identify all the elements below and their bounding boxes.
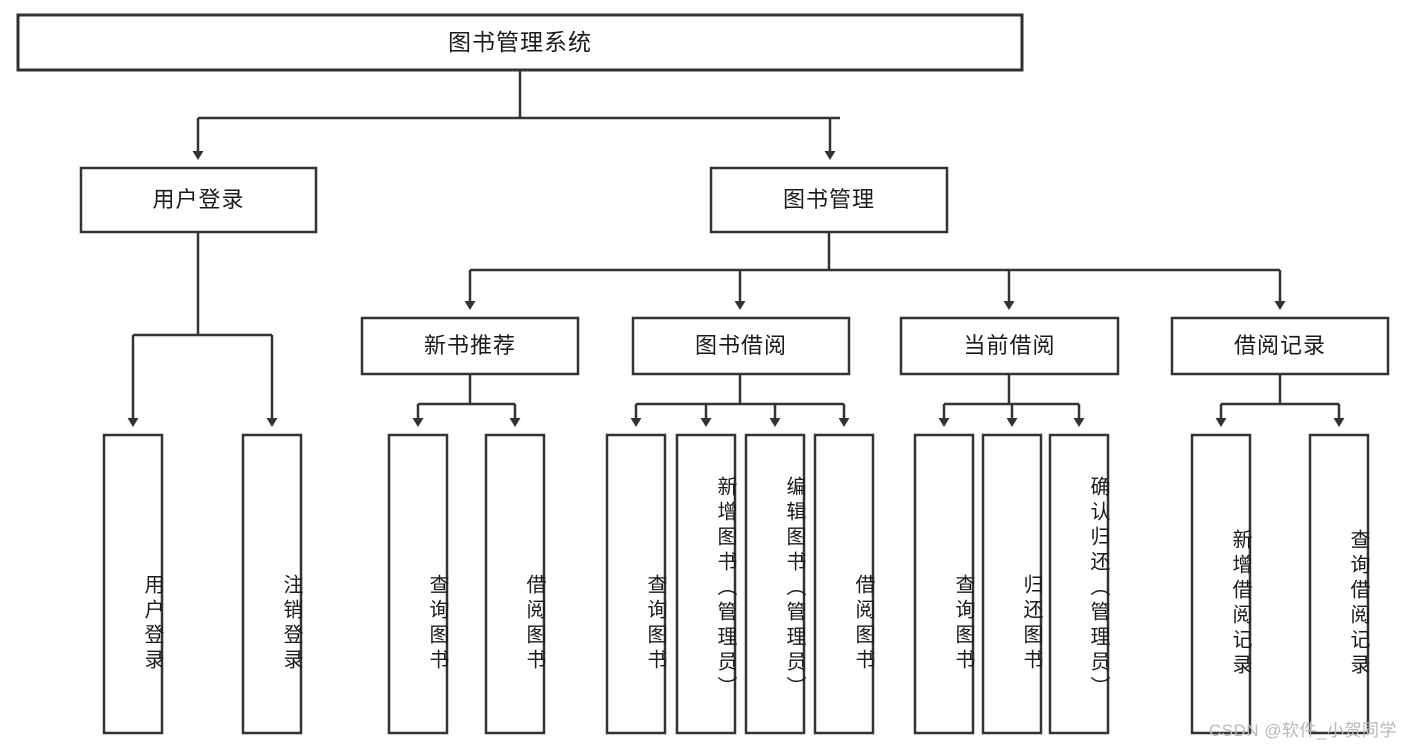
box-leaf-return-book[interactable] xyxy=(981,433,1043,735)
box-book-borrow[interactable] xyxy=(631,316,851,376)
box-book-manage[interactable] xyxy=(709,166,949,234)
box-new-book-recommend[interactable] xyxy=(360,316,580,376)
box-leaf-logout-login[interactable] xyxy=(241,433,303,735)
box-leaf-confirm-return[interactable] xyxy=(1048,433,1110,735)
box-leaf-query-record[interactable] xyxy=(1308,433,1370,735)
box-root[interactable] xyxy=(16,13,1024,72)
watermark: CSDN @软件_小贺同学 xyxy=(1208,721,1397,740)
box-leaf-add-book[interactable] xyxy=(675,433,737,735)
box-borrow-record[interactable] xyxy=(1170,316,1390,376)
box-leaf-borrow-book-2[interactable] xyxy=(813,433,875,735)
box-user-login[interactable] xyxy=(79,166,318,234)
box-leaf-borrow-book-1[interactable] xyxy=(484,433,546,735)
box-leaf-edit-book[interactable] xyxy=(744,433,806,735)
box-leaf-add-record[interactable] xyxy=(1190,433,1252,735)
box-leaf-query-book-2[interactable] xyxy=(605,433,667,735)
box-leaf-query-book-1[interactable] xyxy=(387,433,449,735)
box-leaf-user-login[interactable] xyxy=(102,433,164,735)
box-leaf-query-book-3[interactable] xyxy=(913,433,975,735)
box-current-borrow[interactable] xyxy=(899,316,1120,376)
